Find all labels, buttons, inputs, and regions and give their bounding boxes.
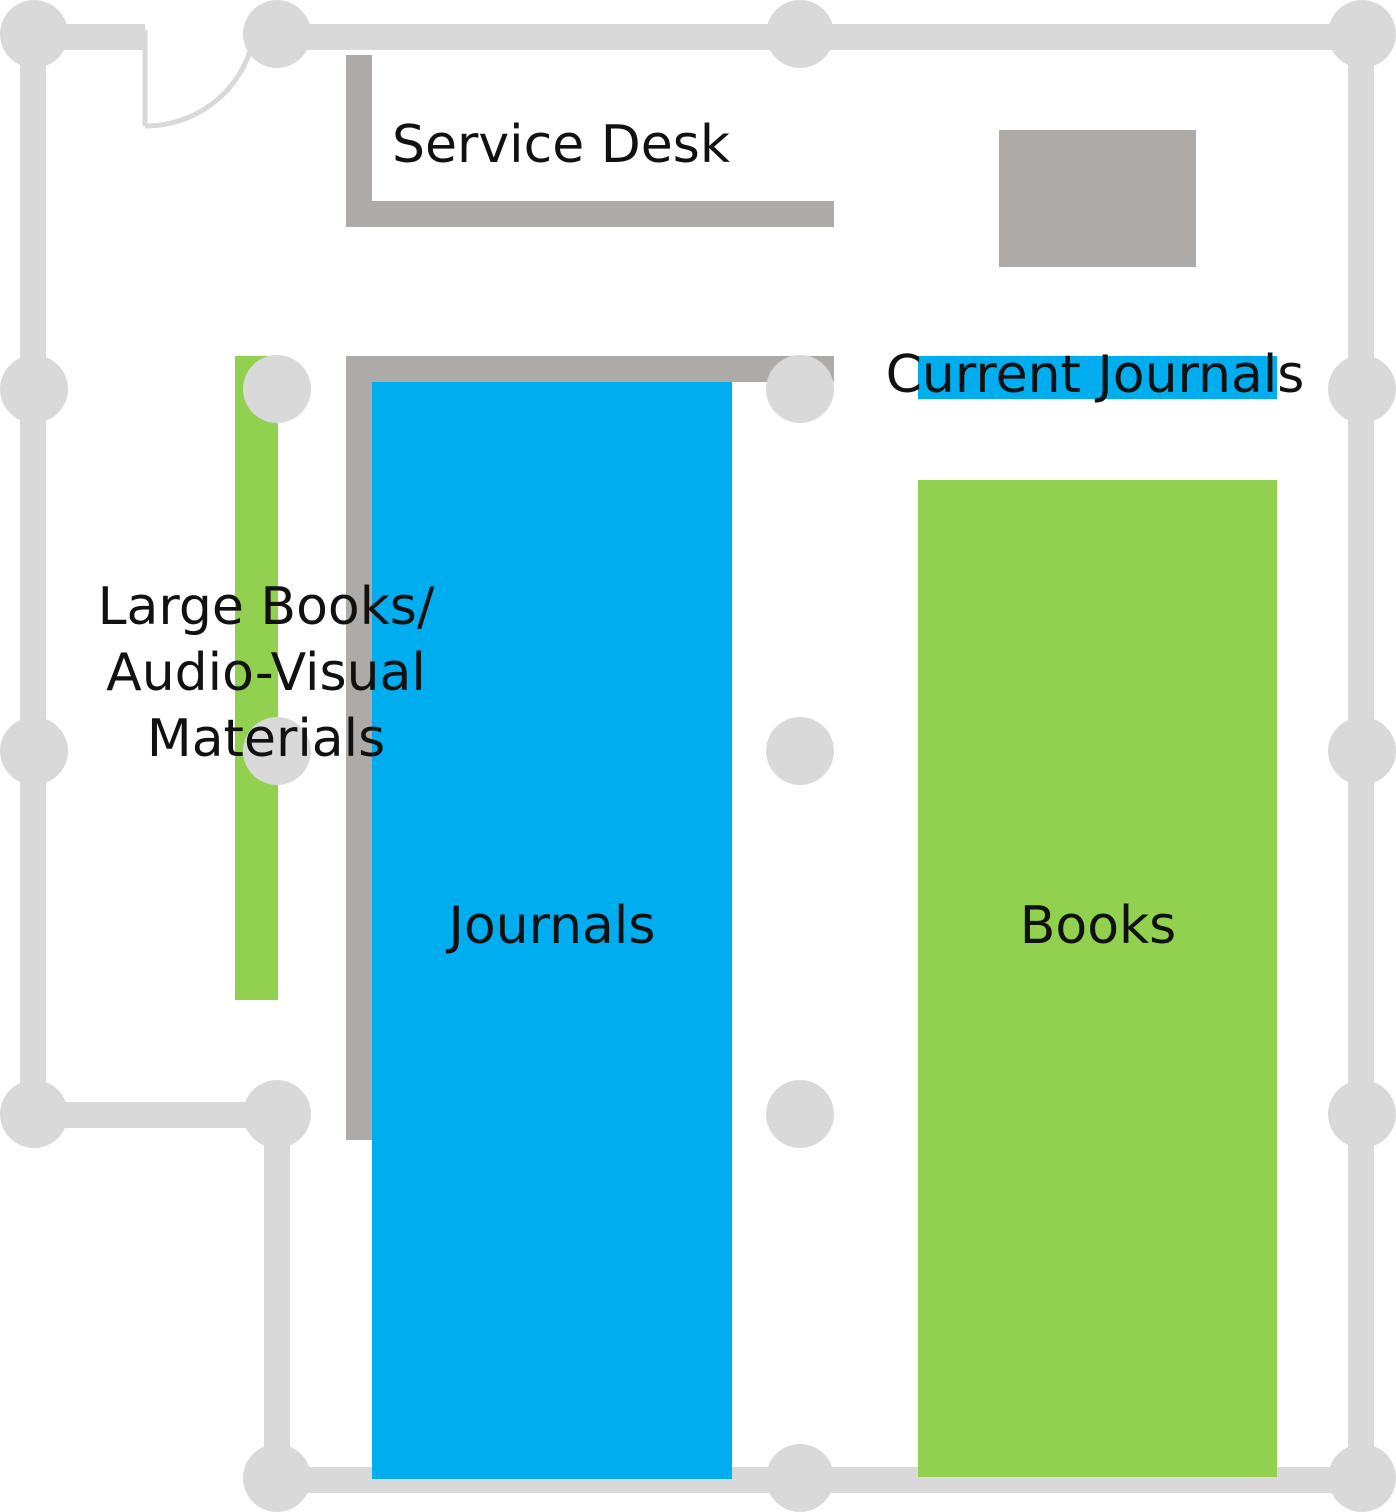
column bbox=[243, 1444, 311, 1512]
service-desk-label: Service Desk bbox=[392, 115, 730, 175]
column bbox=[243, 1080, 311, 1148]
table bbox=[999, 130, 1196, 267]
journals-label: Journals bbox=[446, 896, 656, 956]
large-books-label-line2: Audio-Visual bbox=[106, 643, 426, 703]
column bbox=[766, 1444, 834, 1512]
column bbox=[1328, 355, 1396, 423]
outer-wall bbox=[20, 24, 145, 1115]
books-label: Books bbox=[1020, 896, 1177, 956]
journals-area bbox=[372, 382, 732, 1479]
column bbox=[766, 717, 834, 785]
column bbox=[0, 1080, 68, 1148]
column bbox=[0, 717, 68, 785]
large-books-label-line3: Materials bbox=[147, 709, 385, 769]
door-swing-arc bbox=[144, 29, 258, 129]
large-books-label-line1: Large Books/ bbox=[98, 577, 435, 637]
current-journals-label: Current Journals bbox=[886, 345, 1305, 405]
large-books-shelf bbox=[235, 356, 278, 1000]
column bbox=[1328, 1080, 1396, 1148]
books-area bbox=[918, 480, 1277, 1477]
door bbox=[142, 29, 258, 129]
column bbox=[243, 717, 311, 785]
column bbox=[1328, 0, 1396, 68]
column bbox=[1328, 717, 1396, 785]
column bbox=[243, 355, 311, 423]
column bbox=[766, 1080, 834, 1148]
column bbox=[766, 355, 834, 423]
column bbox=[1328, 1444, 1396, 1512]
current-journals-shelf bbox=[918, 356, 1277, 399]
column bbox=[766, 0, 834, 68]
column bbox=[243, 0, 311, 68]
column bbox=[0, 355, 68, 423]
column bbox=[0, 0, 68, 68]
service-desk-counter bbox=[346, 55, 834, 227]
